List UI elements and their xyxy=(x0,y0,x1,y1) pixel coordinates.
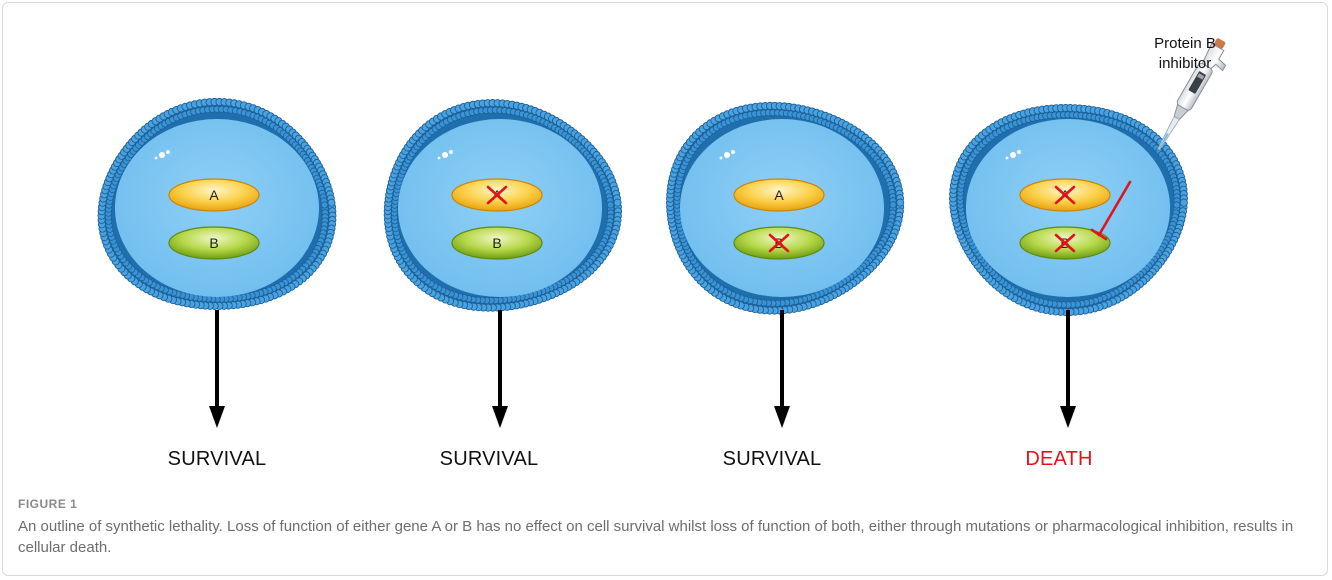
outcome-arrow-icon xyxy=(492,310,508,428)
gene-a: A xyxy=(452,179,542,211)
outcome-label-1: SURVIVAL xyxy=(117,448,317,471)
gene-a: A xyxy=(169,179,259,211)
gene-a: A xyxy=(734,179,824,211)
outcome-label-3: SURVIVAL xyxy=(672,448,872,471)
figure-label: FIGURE 1 xyxy=(18,497,77,511)
gene-a: A xyxy=(1020,179,1110,211)
outcome-arrow-icon xyxy=(1060,310,1076,428)
outcome-arrow-icon xyxy=(209,310,225,428)
outcome-arrow-icon xyxy=(774,310,790,428)
cell-4: AB xyxy=(949,104,1187,315)
gene-b-label: B xyxy=(209,235,218,251)
outcome-label-2: SURVIVAL xyxy=(389,448,589,471)
gene-b: B xyxy=(169,227,259,259)
gene-b: B xyxy=(452,227,542,259)
outcome-label-4: DEATH xyxy=(959,448,1159,471)
cell-1: AB xyxy=(98,98,336,309)
cell-3: AB xyxy=(666,102,903,314)
gene-a-label: A xyxy=(774,187,784,203)
figure-caption: An outline of synthetic lethality. Loss … xyxy=(18,516,1308,558)
gene-b-label: B xyxy=(492,235,501,251)
gene-b: B xyxy=(734,227,824,259)
inhibitor-label: Protein B inhibitor xyxy=(1130,34,1240,74)
gene-a-label: A xyxy=(209,187,219,203)
cell-2: AB xyxy=(384,100,621,312)
